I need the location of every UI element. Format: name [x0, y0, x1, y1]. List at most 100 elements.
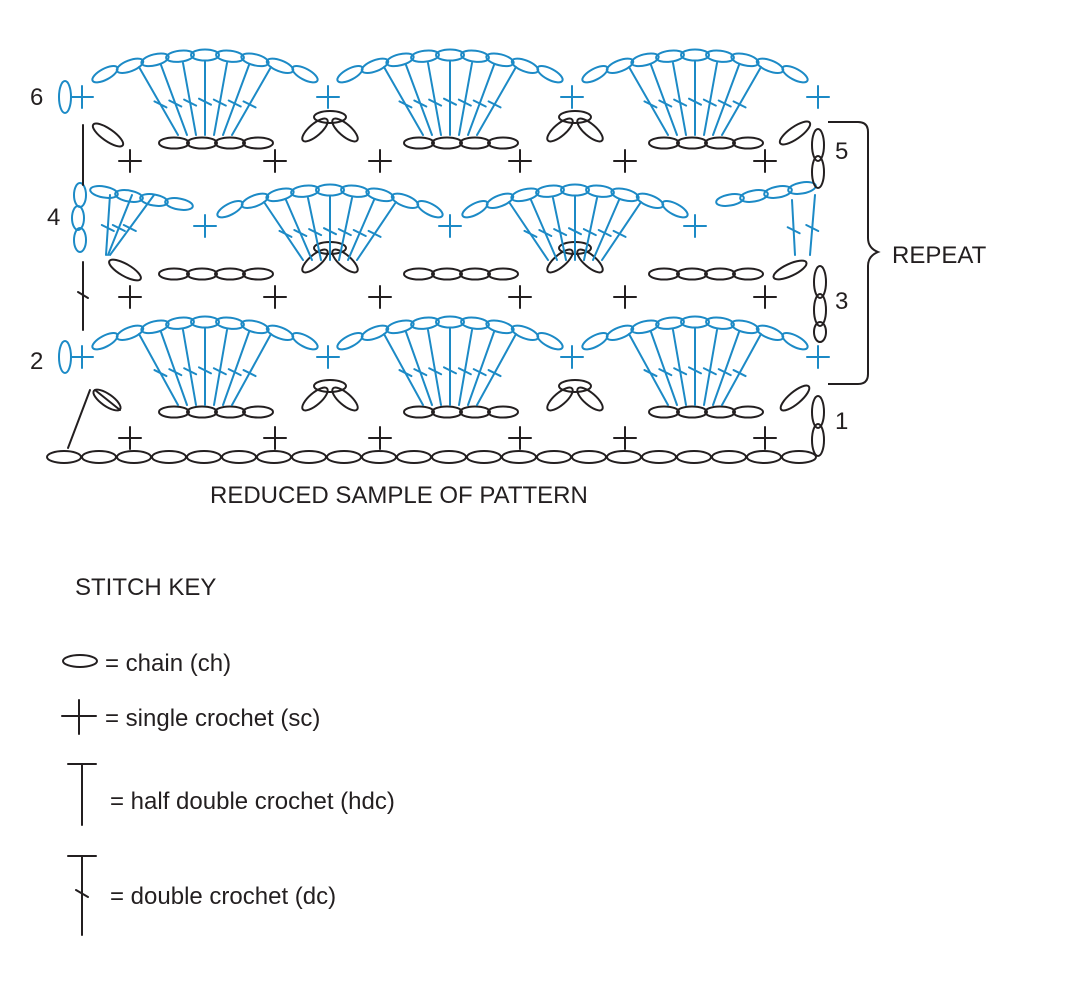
chain-stitch	[139, 193, 169, 207]
chain-stitch	[485, 192, 515, 209]
double-crochet-stitch	[308, 228, 323, 237]
double-crochet-stitch	[568, 227, 582, 236]
chain-stitch	[240, 192, 270, 209]
chain-stitch	[536, 65, 564, 84]
double-crochet-stitch	[160, 331, 188, 406]
double-crochet-stitch	[338, 197, 353, 261]
double-crochet-stitch	[198, 366, 212, 375]
chain-stitch	[91, 65, 119, 84]
double-crochet-stitch	[212, 367, 227, 376]
chain-stitch	[704, 267, 736, 281]
double-crochet-stitch	[352, 229, 367, 237]
chain-stitch	[487, 405, 519, 419]
double-crochet-stitch	[138, 333, 179, 406]
chain-stitch	[265, 187, 295, 203]
double-crochet-stitch	[650, 64, 678, 136]
double-crochet-stitch	[703, 329, 718, 406]
chain-stitch	[705, 49, 735, 63]
chain-stitch	[165, 316, 195, 330]
double-crochet-stitch	[467, 64, 495, 136]
double-crochet-stitch	[597, 229, 612, 237]
double-crochet-stitch	[182, 329, 197, 406]
chain-stitch	[676, 136, 708, 150]
double-crochet-stitch	[643, 369, 658, 378]
key-sc-text: = single crochet (sc)	[105, 705, 321, 732]
chain-stitch	[186, 136, 218, 150]
chain-stitch	[610, 187, 640, 203]
double-crochet-stitch	[242, 369, 257, 378]
chain-stitch	[73, 182, 87, 208]
double-crochet-stitch	[183, 98, 198, 107]
double-crochet-stitch	[523, 229, 538, 238]
chain-stitch	[705, 316, 735, 330]
double-crochet-stitch	[628, 333, 669, 406]
chain-stitch	[221, 450, 257, 464]
chain-stitch	[385, 52, 415, 68]
chain-stitch	[165, 49, 195, 63]
double-crochet-stitch	[472, 368, 487, 377]
chain-stitch	[91, 332, 119, 351]
double-crochet-stitch	[530, 199, 558, 261]
chain-stitch	[240, 319, 270, 335]
double-crochet-stitch	[227, 368, 242, 377]
double-crochet-stitch	[427, 62, 442, 136]
chain-stitch	[704, 405, 736, 419]
double-crochet-stitch	[160, 64, 188, 136]
chain-stitch	[459, 405, 491, 419]
chain-stitch	[680, 315, 710, 329]
chain-stitch	[739, 189, 769, 203]
double-crochet-stitch	[347, 199, 375, 261]
chain-stitch	[151, 450, 187, 464]
chain-stitch	[460, 49, 490, 63]
double-crochet-stitch	[183, 367, 198, 376]
chain-stitch	[581, 65, 609, 84]
chain-stitch	[242, 267, 274, 281]
chain-stitch	[331, 117, 359, 143]
chain-stitch	[81, 450, 117, 464]
chain-stitch	[265, 57, 295, 74]
chain-stitch	[811, 395, 825, 429]
double-crochet-stitch	[712, 331, 740, 406]
chain-stitch	[779, 384, 811, 412]
chain-stitch	[89, 185, 119, 199]
chain-stitch	[755, 324, 785, 341]
double-crochet-stitch	[278, 229, 293, 238]
double-crochet-stitch	[458, 62, 473, 136]
chain-stitch	[630, 52, 660, 68]
double-crochet-stitch	[809, 194, 816, 256]
chain-stitch	[140, 52, 170, 68]
chain-stitch	[763, 185, 793, 199]
chain-stitch	[655, 49, 685, 63]
chain-stitch	[648, 136, 680, 150]
chain-stitch	[630, 319, 660, 335]
double-crochet-stitch	[100, 224, 115, 232]
chain-stitch	[811, 155, 825, 189]
chain-stitch	[811, 423, 825, 457]
double-crochet-stitch	[552, 197, 567, 261]
chain-stitch	[680, 48, 710, 62]
double-crochet-stitch	[356, 201, 397, 261]
double-crochet-stitch	[643, 100, 658, 109]
double-crochet-stitch	[601, 201, 642, 261]
chain-stitch	[190, 315, 220, 329]
chain-stitch	[116, 450, 152, 464]
double-crochet-stitch	[673, 98, 688, 107]
chain-stitch	[487, 267, 519, 281]
chain-stitch	[605, 57, 635, 74]
chain-stitch	[265, 324, 295, 341]
double-crochet-stitch	[227, 99, 242, 108]
chain-stitch	[214, 136, 246, 150]
double-crochet-stitch	[198, 97, 212, 106]
chain-stitch	[813, 293, 827, 327]
chain-stitch	[431, 267, 463, 281]
chain-stitch	[158, 405, 190, 419]
row-label-5: 5	[835, 138, 849, 165]
chain-stitch	[781, 450, 817, 464]
chain-stitch	[186, 405, 218, 419]
chain-stitch	[661, 200, 689, 219]
chain-stitch	[410, 49, 440, 63]
chain-stitch	[732, 136, 764, 150]
double-crochet-stitch	[672, 329, 687, 406]
chain-stitch	[403, 267, 435, 281]
chain-stitch	[313, 379, 347, 393]
